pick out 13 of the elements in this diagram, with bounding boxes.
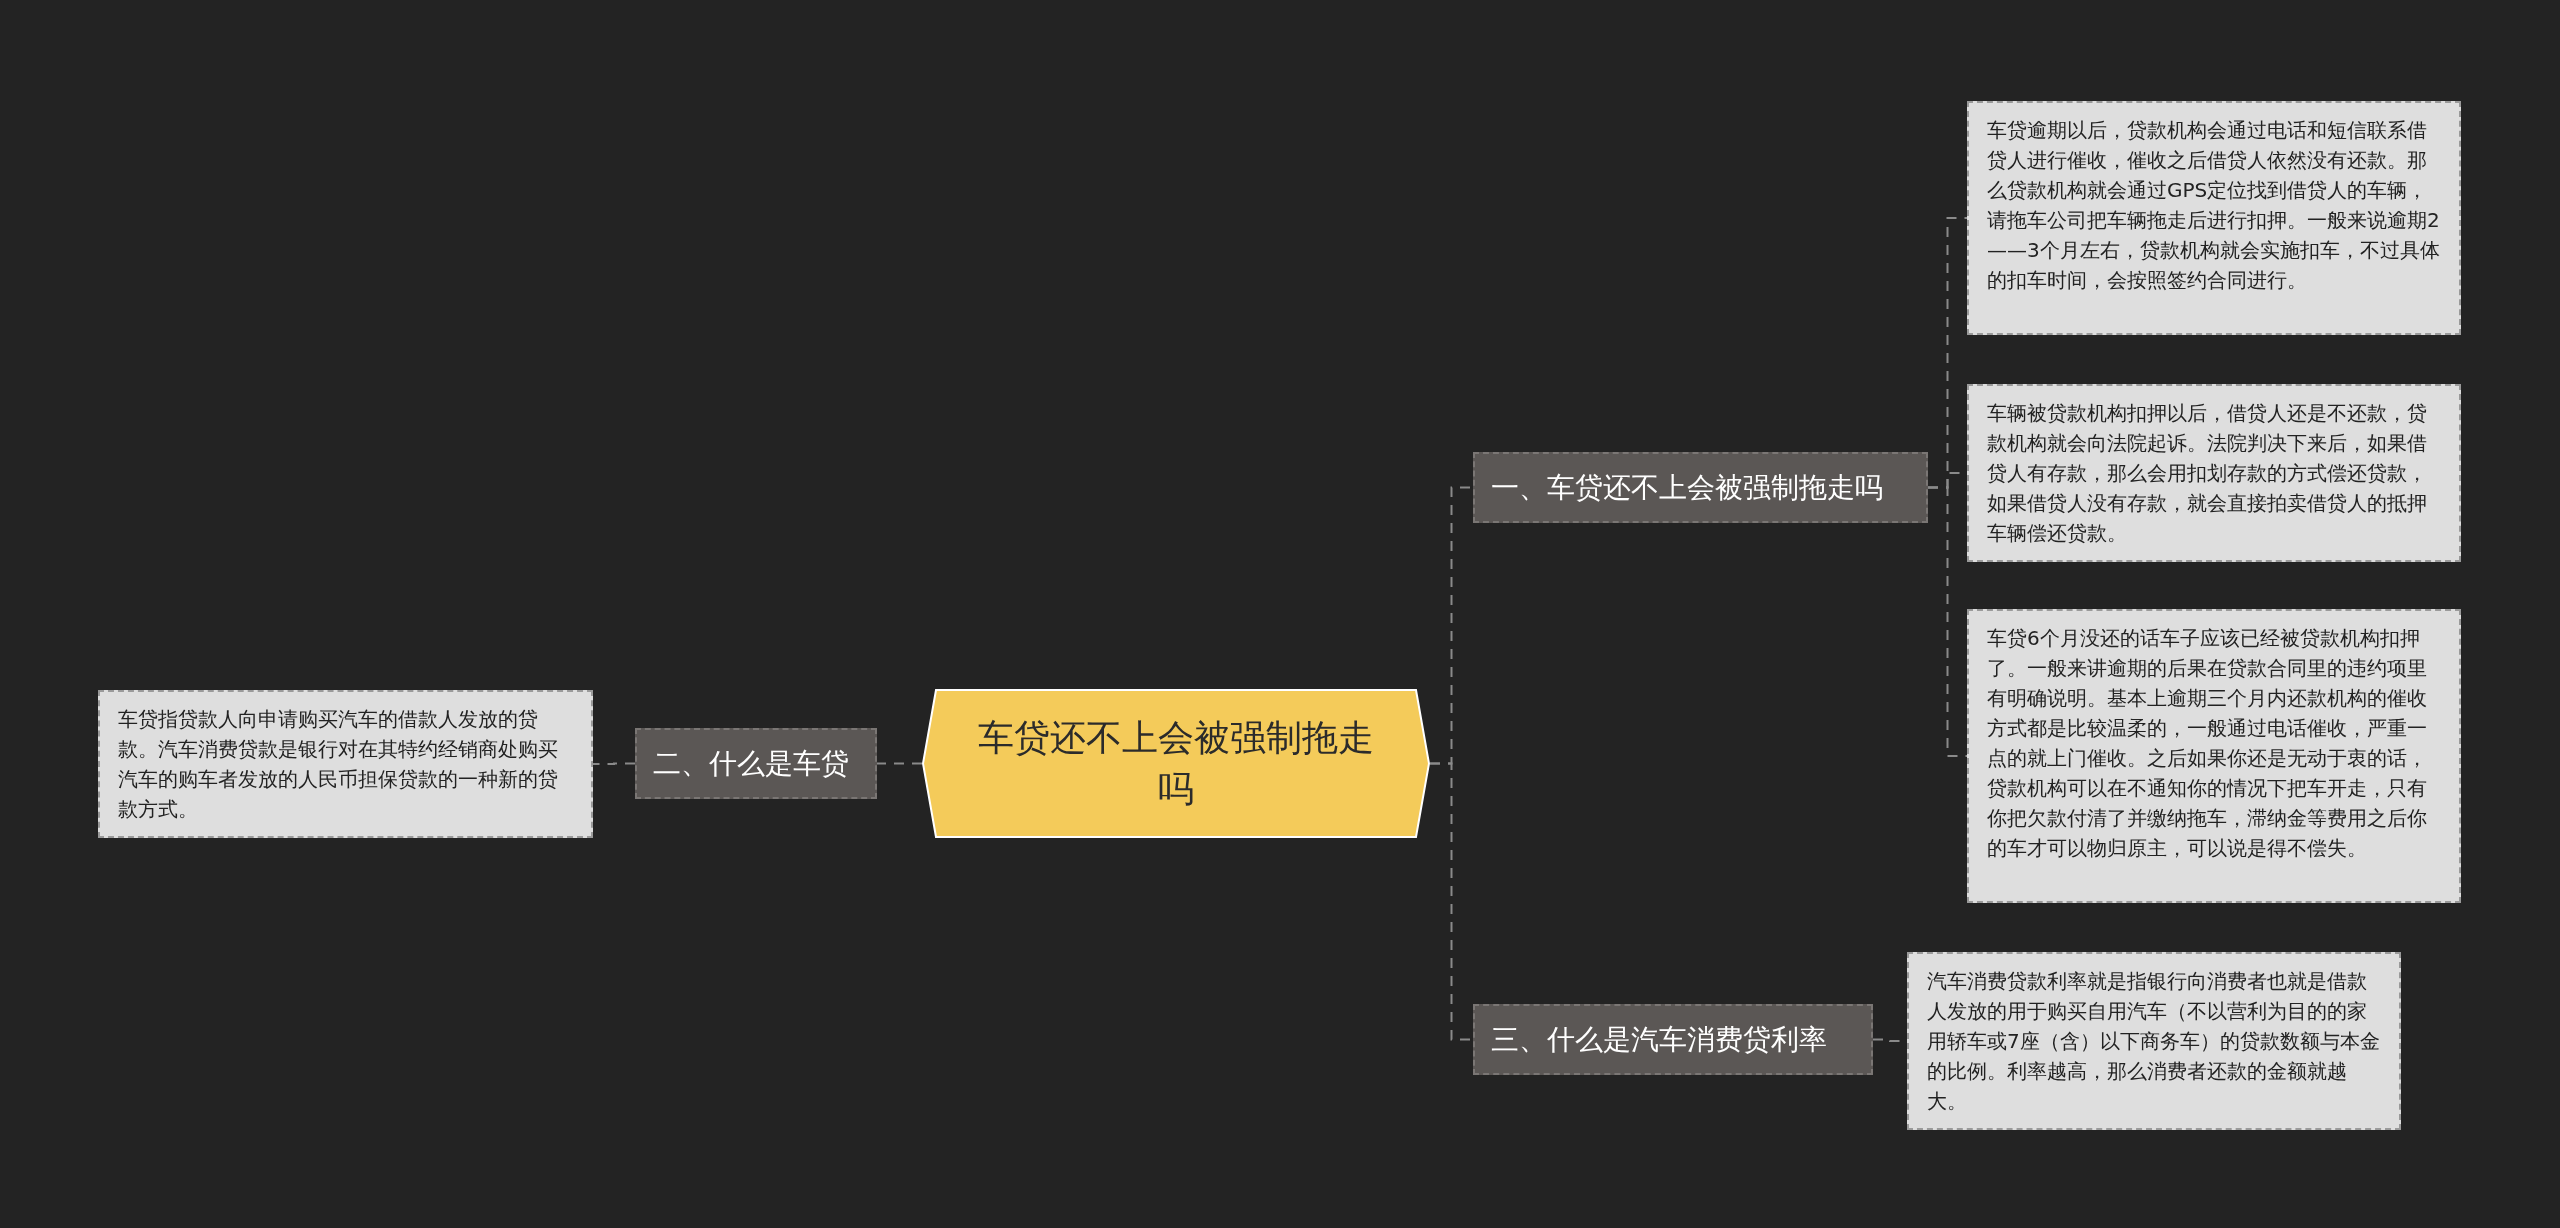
subtopic-box: 一、车贷还不上会被强制拖走吗 — [1473, 452, 1928, 523]
central-topic — [922, 689, 1430, 838]
note-box: 汽车消费贷款利率就是指银行向消费者也就是借款人发放的用于购买自用汽车（不以营利为目的的家用轿车或7座（含）以下商务车）的贷款数额与本金的比例。利率越高，那么消费者还款的金额就越大。 — [1907, 952, 2401, 1130]
connector-line — [876, 762, 923, 765]
subtopic-box: 二、什么是车贷 — [635, 728, 877, 799]
note-box: 车贷指贷款人向申请购买汽车的借款人发放的贷款。汽车消费贷款是银行对在其特约经销商处购买汽车的购车者发放的人民币担保贷款的一种新的贷款方式。 — [98, 690, 593, 838]
note-box: 车贷逾期以后，贷款机构会通过电话和短信联系借贷人进行催收，催收之后借贷人依然没有还款。那么贷款机构就会通过GPS定位找到借贷人的车辆，请拖车公司把车辆拖走后进行扣押。一般来说逾期2——3个月左右，贷款机构就会实施扣车，不过具体的扣车时间，会按照签约合同进行。 — [1967, 101, 2461, 335]
topic-text: 车贷还不上会被强制拖走吗 — [977, 716, 1375, 811]
note-box: 车贷6个月没还的话车子应该已经被贷款机构扣押了。一般来讲逾期的后果在贷款合同里的违约项里有明确说明。基本上逾期三个月内还款机构的催收方式都是比较温柔的，一般通过电话催收，严重一点的就上门催收。之后如果你还是无动于衷的话，贷款机构可以在不通知你的情况下把车开走，只有你把欠款付清了并缴纳拖车，滞纳金等费用之后你的车才可以物归原主，可以说是得不偿失。 — [1967, 609, 2461, 903]
subtopic-box: 三、什么是汽车消费贷利率 — [1473, 1004, 1873, 1075]
note-box: 车辆被贷款机构扣押以后，借贷人还是不还款，贷款机构就会向法院起诉。法院判决下来后，如果借贷人有存款，那么会用扣划存款的方式偿还贷款，如果借贷人没有存款，就会直接拍卖借贷人的抵押车辆偿还贷款。 — [1967, 384, 2461, 562]
connector-line — [1927, 486, 1968, 757]
connector-line — [592, 762, 636, 765]
